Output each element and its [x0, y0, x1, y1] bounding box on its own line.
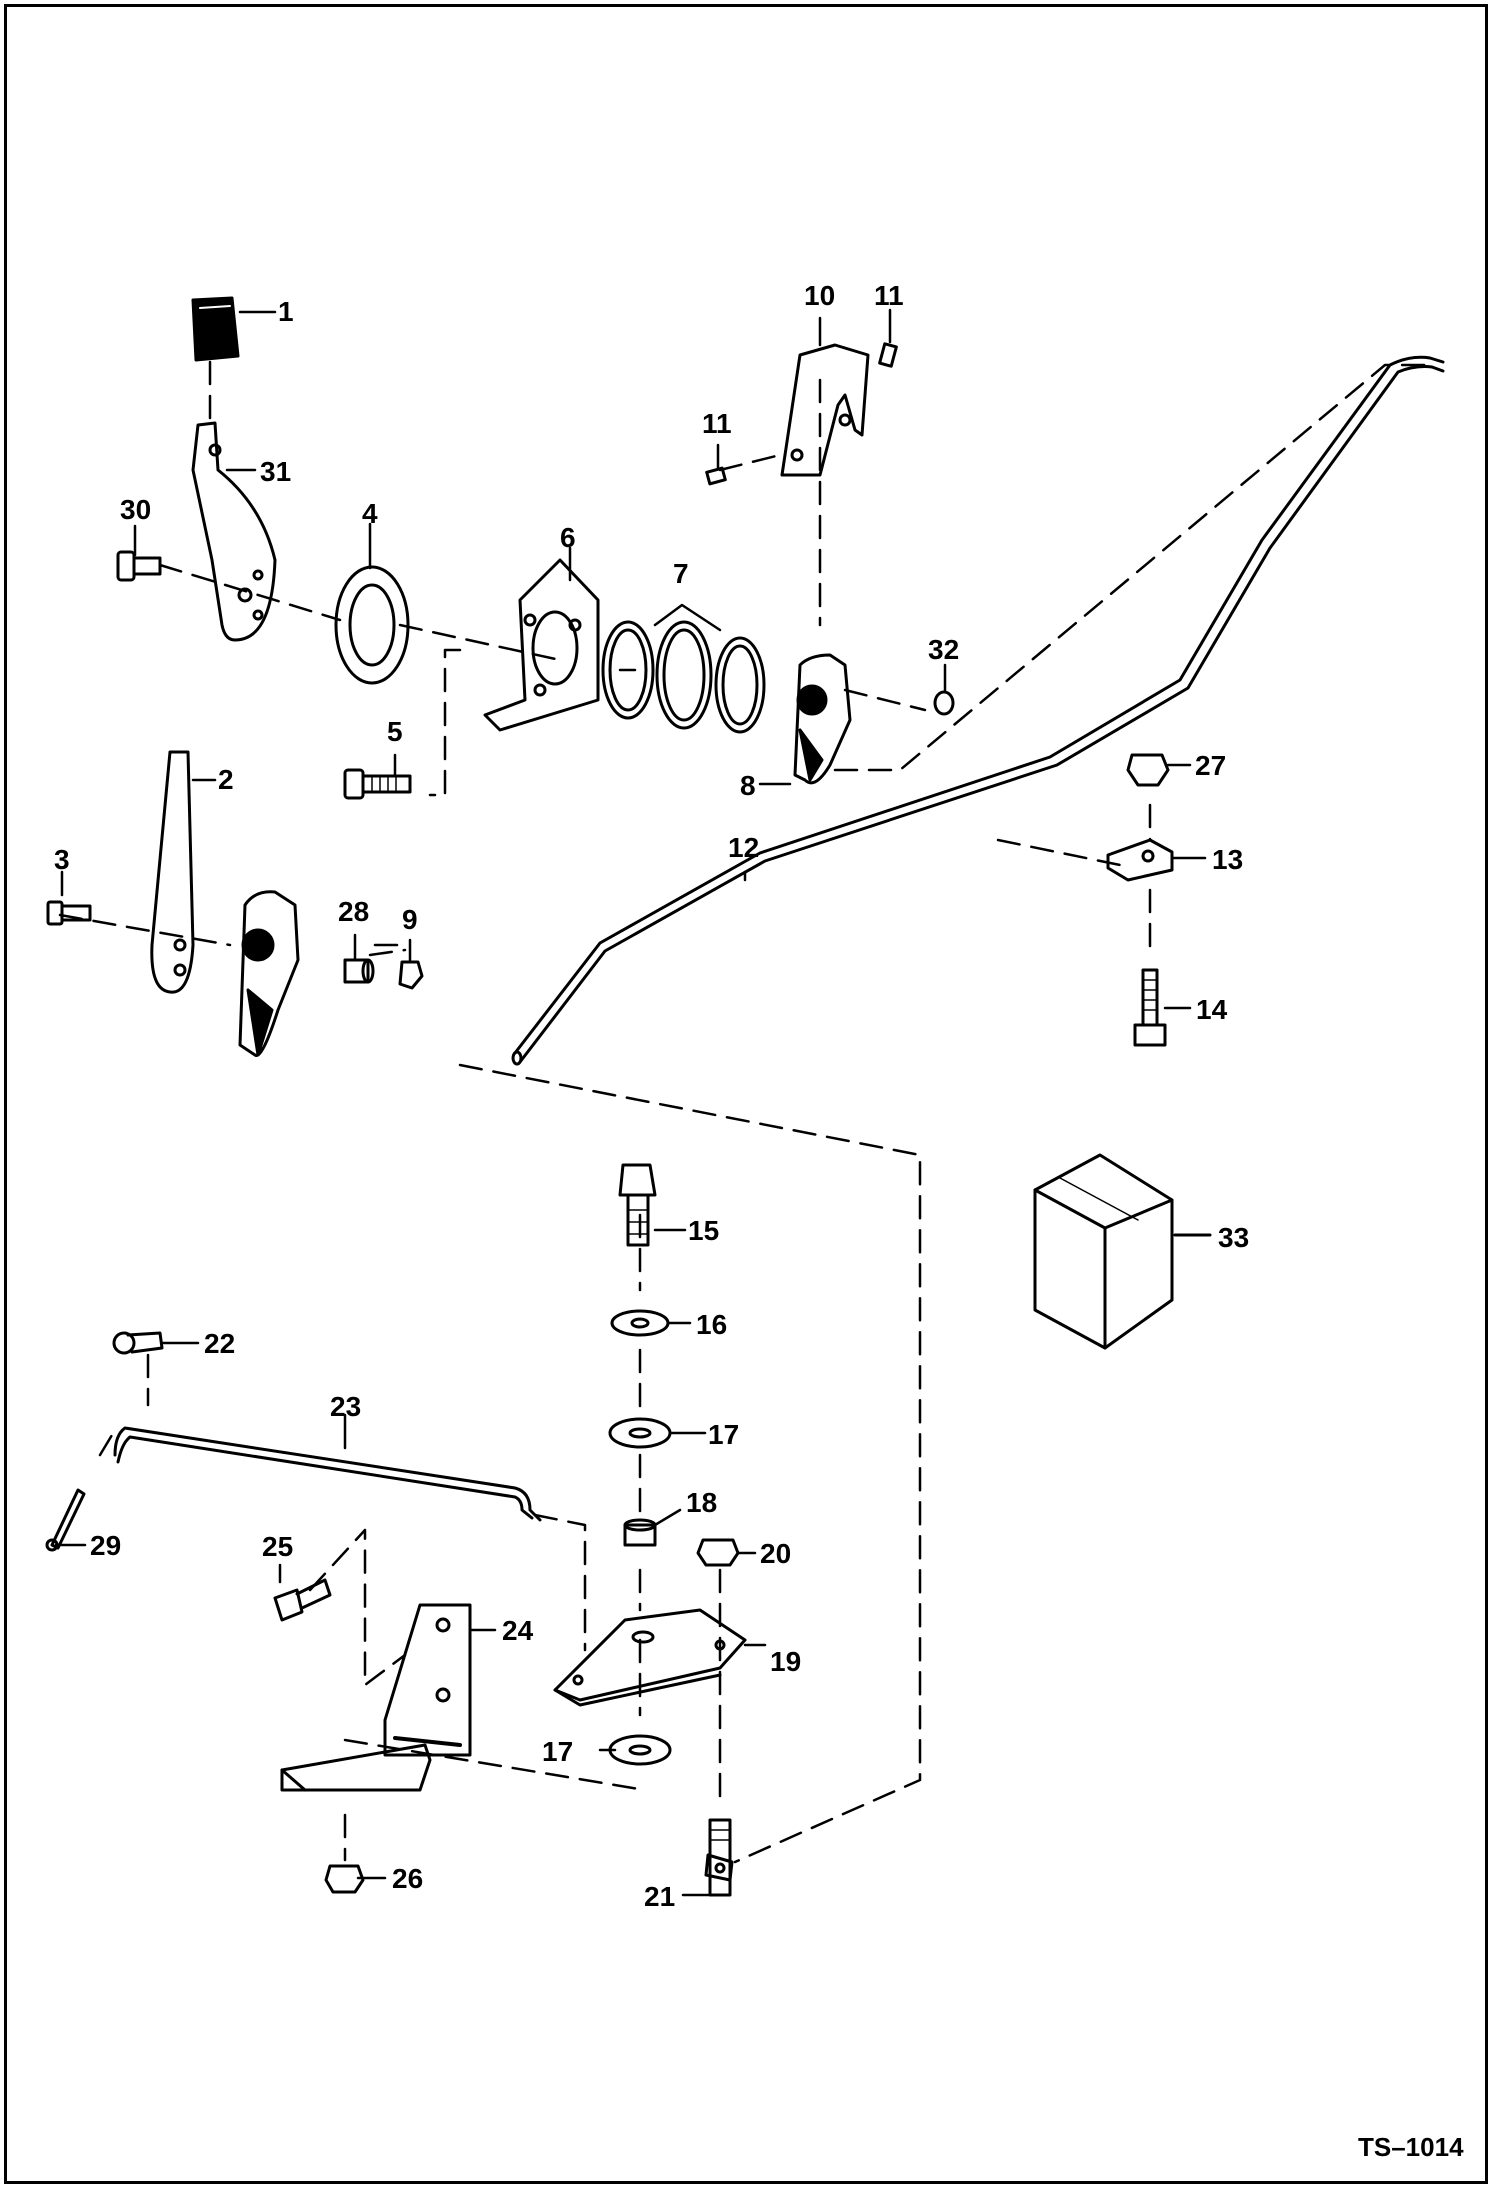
spacer-28 — [343, 958, 375, 984]
washer-17a — [608, 1417, 672, 1449]
callout-17-upper: 17 — [708, 1419, 740, 1450]
callout-18: 18 — [686, 1487, 718, 1518]
bolt-25 — [273, 1578, 332, 1622]
callout-26: 26 — [392, 1863, 424, 1894]
bolt-5 — [343, 768, 412, 800]
callout-7: 7 — [673, 558, 689, 589]
knob — [191, 296, 240, 362]
clip-13 — [1106, 838, 1174, 882]
nut-26 — [324, 1864, 365, 1894]
callout-16: 16 — [696, 1309, 728, 1340]
callout-14: 14 — [1196, 994, 1228, 1025]
bolt-3 — [46, 900, 92, 926]
callout-33: 33 — [1218, 1222, 1250, 1253]
callout-15: 15 — [688, 1215, 720, 1246]
washer-16 — [610, 1309, 670, 1337]
callout-30: 30 — [120, 494, 152, 525]
callout-29: 29 — [90, 1530, 122, 1561]
bolt-30 — [116, 550, 162, 582]
angle-bracket-24 — [280, 1603, 472, 1792]
callout-2: 2 — [218, 764, 234, 795]
mount-bracket-6 — [483, 558, 600, 732]
lever-31 — [191, 421, 277, 642]
spacer-18 — [623, 1518, 657, 1547]
callout-4: 4 — [362, 498, 378, 529]
callout-28: 28 — [338, 896, 370, 927]
callout-3: 3 — [54, 844, 70, 875]
washer-4 — [334, 565, 410, 685]
rod-23 — [113, 1426, 542, 1522]
pin-29 — [45, 1488, 86, 1552]
callout-17-lower: 17 — [542, 1736, 574, 1767]
u-bracket-10 — [780, 343, 870, 477]
callout-24: 24 — [502, 1615, 534, 1646]
nut-20 — [696, 1538, 740, 1567]
pedal-lower — [238, 890, 300, 1057]
parts-box-33 — [1033, 1153, 1174, 1350]
set-screw-11 — [878, 342, 898, 368]
callout-31: 31 — [260, 456, 292, 487]
washer-17b — [608, 1734, 672, 1766]
callout-1: 1 — [278, 296, 294, 327]
callout-20: 20 — [760, 1538, 792, 1569]
pedal-8 — [793, 653, 852, 785]
callout-25: 25 — [262, 1531, 294, 1562]
rod-12 — [511, 355, 1445, 1066]
bolt-15 — [618, 1163, 657, 1247]
callout-32: 32 — [928, 634, 960, 665]
plate-19 — [553, 1608, 747, 1707]
set-screw-11b — [705, 466, 727, 486]
assembly-lines — [58, 360, 1437, 1864]
drawing-number: TS–1014 — [1358, 2132, 1464, 2162]
o-rings-7 — [601, 620, 766, 734]
callout-6: 6 — [560, 522, 576, 553]
nut-27 — [1126, 753, 1170, 787]
callout-11-left: 11 — [702, 408, 732, 439]
clip-22 — [112, 1331, 164, 1355]
callout-5: 5 — [387, 716, 403, 747]
callout-21: 21 — [644, 1881, 676, 1912]
callout-27: 27 — [1195, 750, 1227, 781]
lever-2 — [150, 750, 195, 994]
bolt-14 — [1133, 968, 1167, 1047]
callout-23: 23 — [330, 1391, 362, 1422]
callout-9: 9 — [402, 904, 418, 935]
stud-21 — [704, 1818, 734, 1897]
callout-12: 12 — [728, 832, 760, 863]
nut-9 — [398, 960, 424, 990]
leader-lines — [54, 308, 1207, 1897]
callout-8: 8 — [740, 770, 756, 801]
callout-10: 10 — [804, 280, 836, 311]
callout-19: 19 — [770, 1646, 802, 1677]
callout-13: 13 — [1212, 844, 1244, 875]
drawing-frame — [4, 4, 1488, 2184]
callout-22: 22 — [204, 1328, 236, 1359]
callout-11-top: 11 — [874, 280, 904, 311]
nut-32 — [933, 690, 955, 716]
